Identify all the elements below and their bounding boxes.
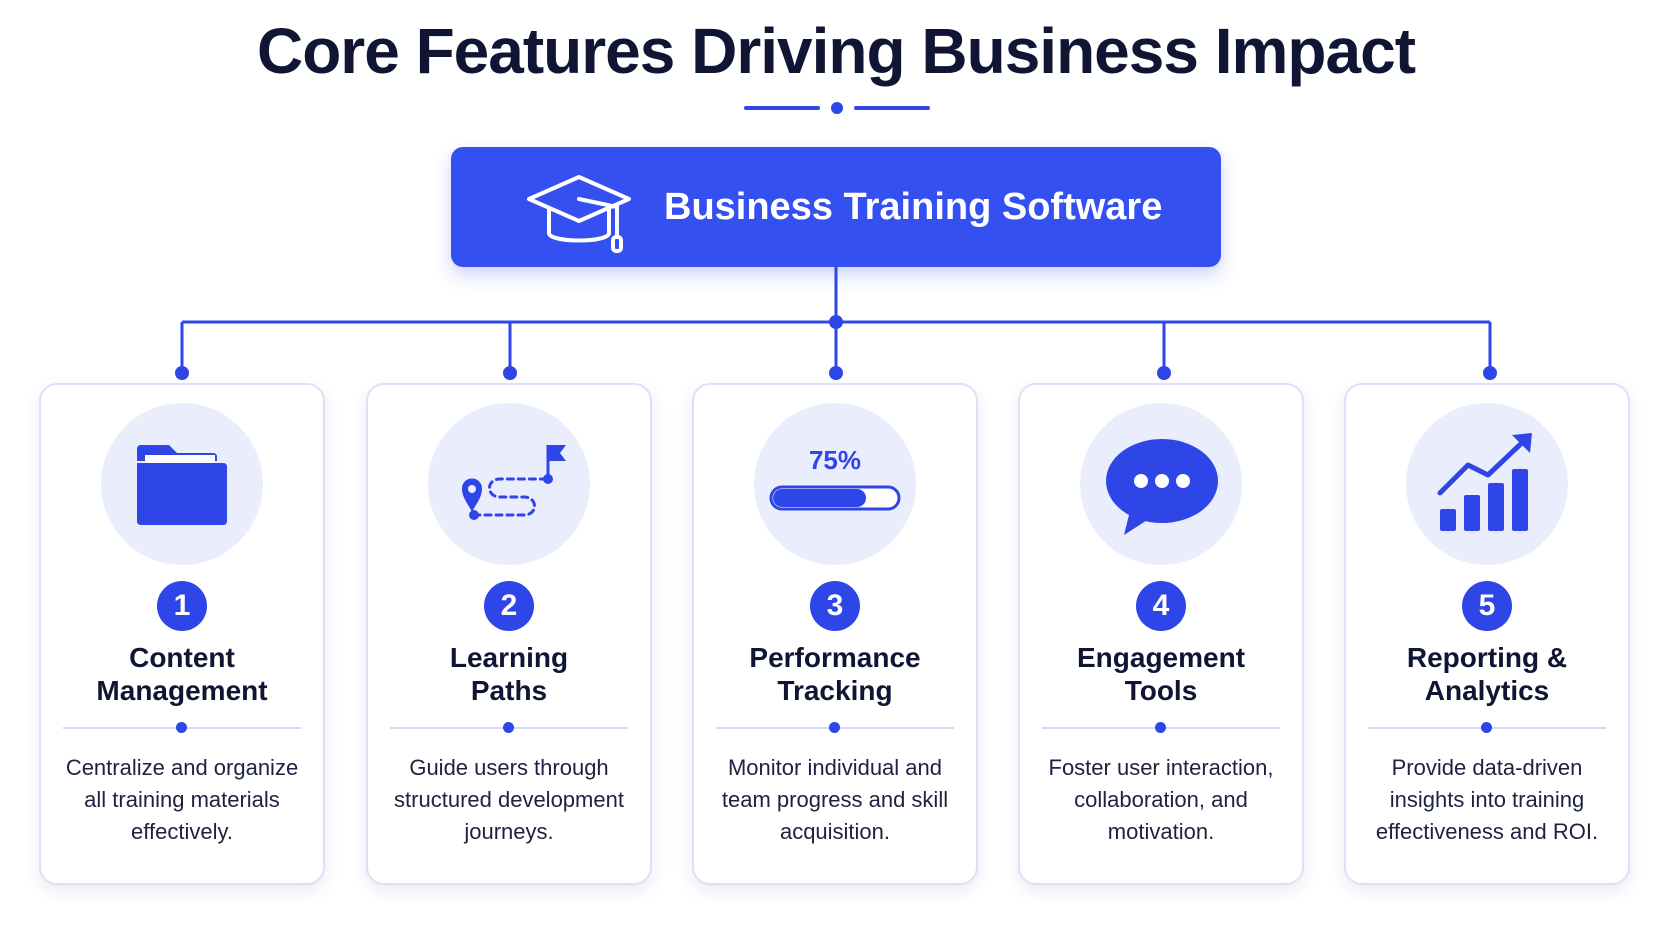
growth-chart-icon [1437,433,1532,531]
feature-description: Centralize and organize all training mat… [65,755,299,844]
feature-card-reporting-analytics: 5 Reporting & Analytics Provide data-dri… [1344,383,1630,885]
page-title: Core Features Driving Business Impact [256,15,1416,87]
icon-circle [428,403,590,565]
feature-title: Content Management [96,642,268,706]
feature-description: Monitor individual and team progress and… [721,755,949,844]
progress-label: 75% [808,445,862,475]
feature-card-performance-tracking: 75% 3 Performance Tracking Monitor indiv… [692,383,978,885]
feature-description: Provide data-driven insights into traini… [1375,755,1599,844]
root-node: Business Training Software [451,147,1221,267]
graduation-cap-icon [527,175,631,253]
divider-dot [176,722,187,733]
feature-title: Engagement Tools [1076,642,1246,706]
root-label: Business Training Software [664,186,1163,228]
icon-circle: 75% [754,403,916,565]
feature-description: Guide users through structured developme… [394,755,624,844]
title-divider [744,101,930,115]
feature-number: 3 [810,581,860,631]
feature-number: 1 [157,581,207,631]
divider-dot [1481,722,1492,733]
feature-card-learning-paths: 2 Learning Paths Guide users through str… [366,383,652,885]
feature-number: 5 [1462,581,1512,631]
icon-circle [1406,403,1568,565]
chat-bubble-icon [1106,439,1218,535]
divider-dot [503,722,514,733]
feature-number: 4 [1136,581,1186,631]
feature-card-content-management: 1 Content Management Centralize and orga… [39,383,325,885]
feature-card-engagement-tools: 4 Engagement Tools Foster user interacti… [1018,383,1304,885]
feature-title: Reporting & Analytics [1406,642,1568,706]
icon-circle [1080,403,1242,565]
feature-title: Learning Paths [449,642,569,706]
folder-icon [137,445,227,525]
progress-bar-icon [769,485,901,511]
route-icon [462,445,566,520]
divider-dot [829,722,840,733]
feature-number: 2 [484,581,534,631]
feature-description: Foster user interaction, collaboration, … [1048,755,1274,844]
feature-title: Performance Tracking [749,642,921,706]
divider-dot [1155,722,1166,733]
icon-circle [101,403,263,565]
